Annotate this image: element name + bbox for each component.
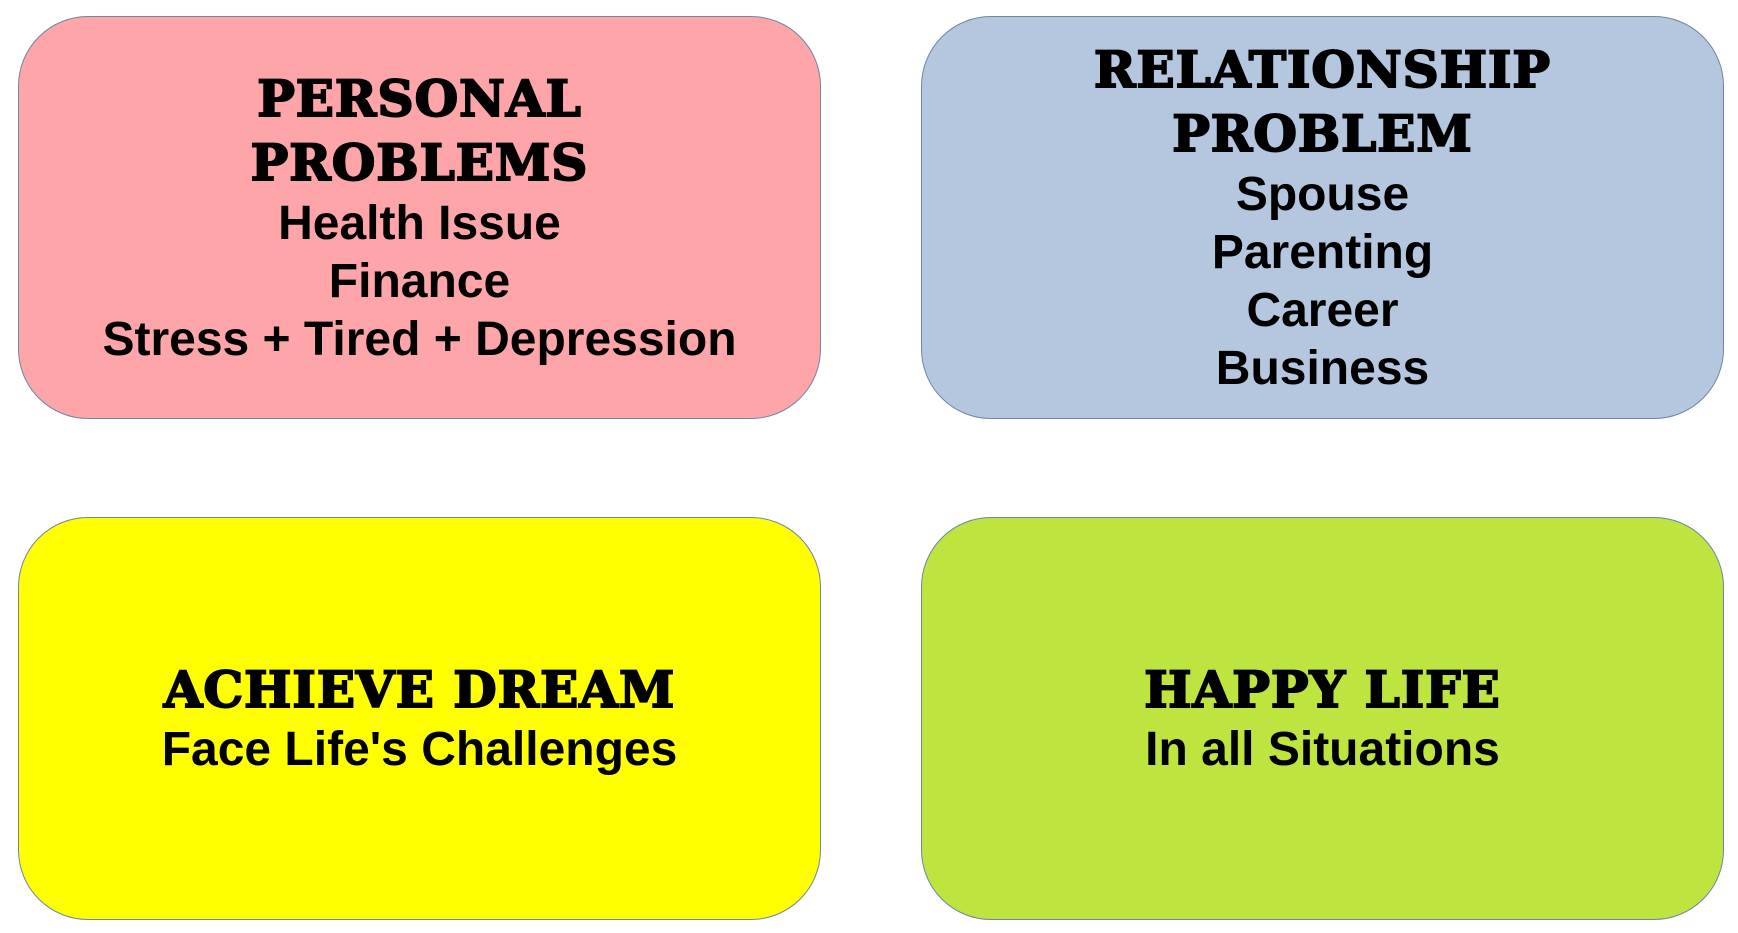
- card-happy-life: HAPPY LIFE In all Situations: [921, 517, 1724, 920]
- card-item: Parenting: [1211, 225, 1434, 279]
- card-title-line: ACHIEVE DREAM: [163, 659, 676, 720]
- card-item-list: Health Issue Finance Stress + Tired + De…: [102, 195, 736, 369]
- card-item: Business: [1215, 341, 1430, 395]
- card-title: PERSONAL PROBLEMS: [250, 67, 589, 195]
- card-item: Spouse: [1235, 167, 1410, 221]
- card-title-line: PROBLEMS: [250, 132, 589, 193]
- card-personal-problems: PERSONAL PROBLEMS Health Issue Finance S…: [18, 16, 821, 419]
- card-item: Stress + Tired + Depression: [102, 312, 737, 366]
- card-achieve-dream: ACHIEVE DREAM Face Life's Challenges: [18, 517, 821, 920]
- card-item: Finance: [328, 254, 511, 308]
- card-title-line: HAPPY LIFE: [1143, 659, 1501, 720]
- card-title: ACHIEVE DREAM: [163, 659, 676, 721]
- card-relationship-problem: RELATIONSHIP PROBLEM Spouse Parenting Ca…: [921, 16, 1724, 419]
- card-title-line: PROBLEM: [1171, 103, 1473, 164]
- card-title: RELATIONSHIP PROBLEM: [1093, 38, 1552, 166]
- card-item: Career: [1246, 283, 1399, 337]
- card-item-list: Face Life's Challenges: [162, 721, 678, 779]
- card-item: Health Issue: [278, 196, 561, 250]
- card-title-line: RELATIONSHIP: [1093, 39, 1552, 100]
- card-item-list: In all Situations: [1145, 721, 1500, 779]
- card-title-line: PERSONAL: [256, 68, 582, 129]
- card-item: In all Situations: [1145, 722, 1500, 776]
- card-title: HAPPY LIFE: [1143, 659, 1501, 721]
- card-item: Face Life's Challenges: [161, 722, 678, 776]
- card-item-list: Spouse Parenting Career Business: [1212, 166, 1433, 398]
